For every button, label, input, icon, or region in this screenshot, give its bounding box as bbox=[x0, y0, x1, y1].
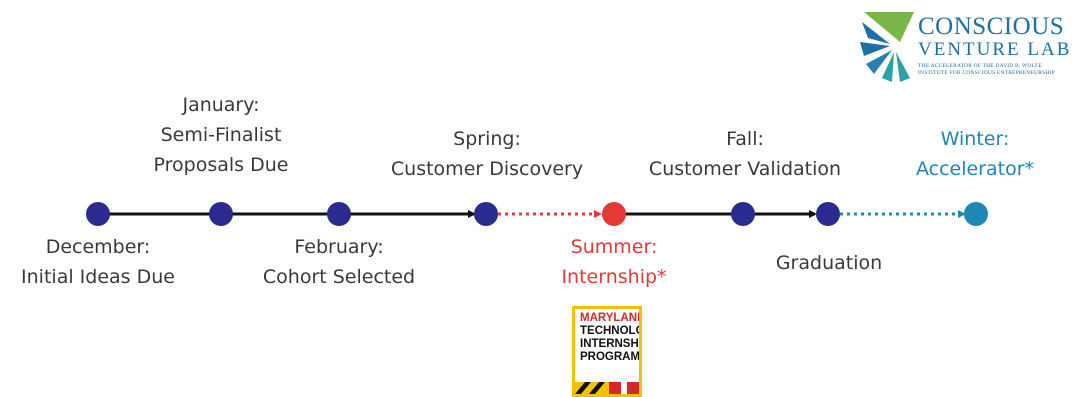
timeline-node-february bbox=[327, 202, 351, 226]
timeline-node-fall bbox=[731, 202, 755, 226]
timeline-node-spring bbox=[474, 202, 498, 226]
label-february: February: Cohort Selected bbox=[263, 232, 415, 292]
label-line: Summer: bbox=[570, 236, 658, 258]
label-line: December: bbox=[45, 236, 151, 258]
label-fall: Fall: Customer Validation bbox=[649, 124, 841, 184]
mtip-line4: PROGRAM bbox=[580, 351, 641, 363]
logo-wordmark: CONSCIOUS VENTURE LAB bbox=[918, 14, 1071, 60]
logo-line1: CONSCIOUS bbox=[918, 13, 1065, 40]
label-winter: Winter: Accelerator* bbox=[916, 124, 1034, 184]
mtip-line2: TECHNOLOGY bbox=[580, 325, 639, 337]
label-line: Winter: bbox=[940, 128, 1010, 150]
label-line: Spring: bbox=[453, 128, 521, 150]
label-graduation: Graduation bbox=[776, 248, 882, 278]
label-summer: Summer: Internship* bbox=[561, 232, 666, 292]
maryland-flag-icon bbox=[575, 382, 639, 394]
timeline-diagram bbox=[86, 202, 988, 226]
label-line: February: bbox=[294, 236, 384, 258]
label-line: Internship* bbox=[561, 266, 667, 288]
label-line: Initial Ideas Due bbox=[21, 266, 175, 288]
label-line: Accelerator* bbox=[915, 158, 1035, 180]
logo-sunburst-icon bbox=[860, 12, 914, 82]
label-line: Semi-Finalist bbox=[160, 124, 282, 146]
mtip-line1: MARYLAND bbox=[580, 312, 642, 324]
timeline-node-summer bbox=[602, 202, 626, 226]
logo-tagline-1: THE ACCELERATOR OF THE DAVID B. WOLFE bbox=[918, 63, 1042, 69]
timeline-node-winter bbox=[964, 202, 988, 226]
conscious-venture-lab-logo: CONSCIOUS VENTURE LAB THE ACCELERATOR OF… bbox=[858, 12, 1084, 82]
label-line: Graduation bbox=[775, 252, 883, 274]
logo-tagline: THE ACCELERATOR OF THE DAVID B. WOLFE IN… bbox=[918, 63, 1055, 77]
label-december: December: Initial Ideas Due bbox=[21, 232, 175, 292]
label-line: Cohort Selected bbox=[262, 266, 416, 288]
label-line: Fall: bbox=[726, 128, 764, 150]
label-january: January: Semi-Finalist Proposals Due bbox=[154, 90, 289, 180]
label-line: Proposals Due bbox=[153, 154, 289, 176]
logo-line2: VENTURE LAB bbox=[918, 39, 1072, 60]
label-line: Customer Validation bbox=[648, 158, 842, 180]
label-line: Customer Discovery bbox=[390, 158, 584, 180]
label-spring: Spring: Customer Discovery bbox=[391, 124, 583, 184]
logo-tagline-2: INSTITUTE FOR CONSCIOUS ENTREPRENEURSHIP bbox=[918, 70, 1055, 76]
timeline-node-graduation bbox=[816, 202, 840, 226]
timeline-node-january bbox=[209, 202, 233, 226]
label-line: January: bbox=[182, 94, 260, 116]
timeline-node-december bbox=[86, 202, 110, 226]
